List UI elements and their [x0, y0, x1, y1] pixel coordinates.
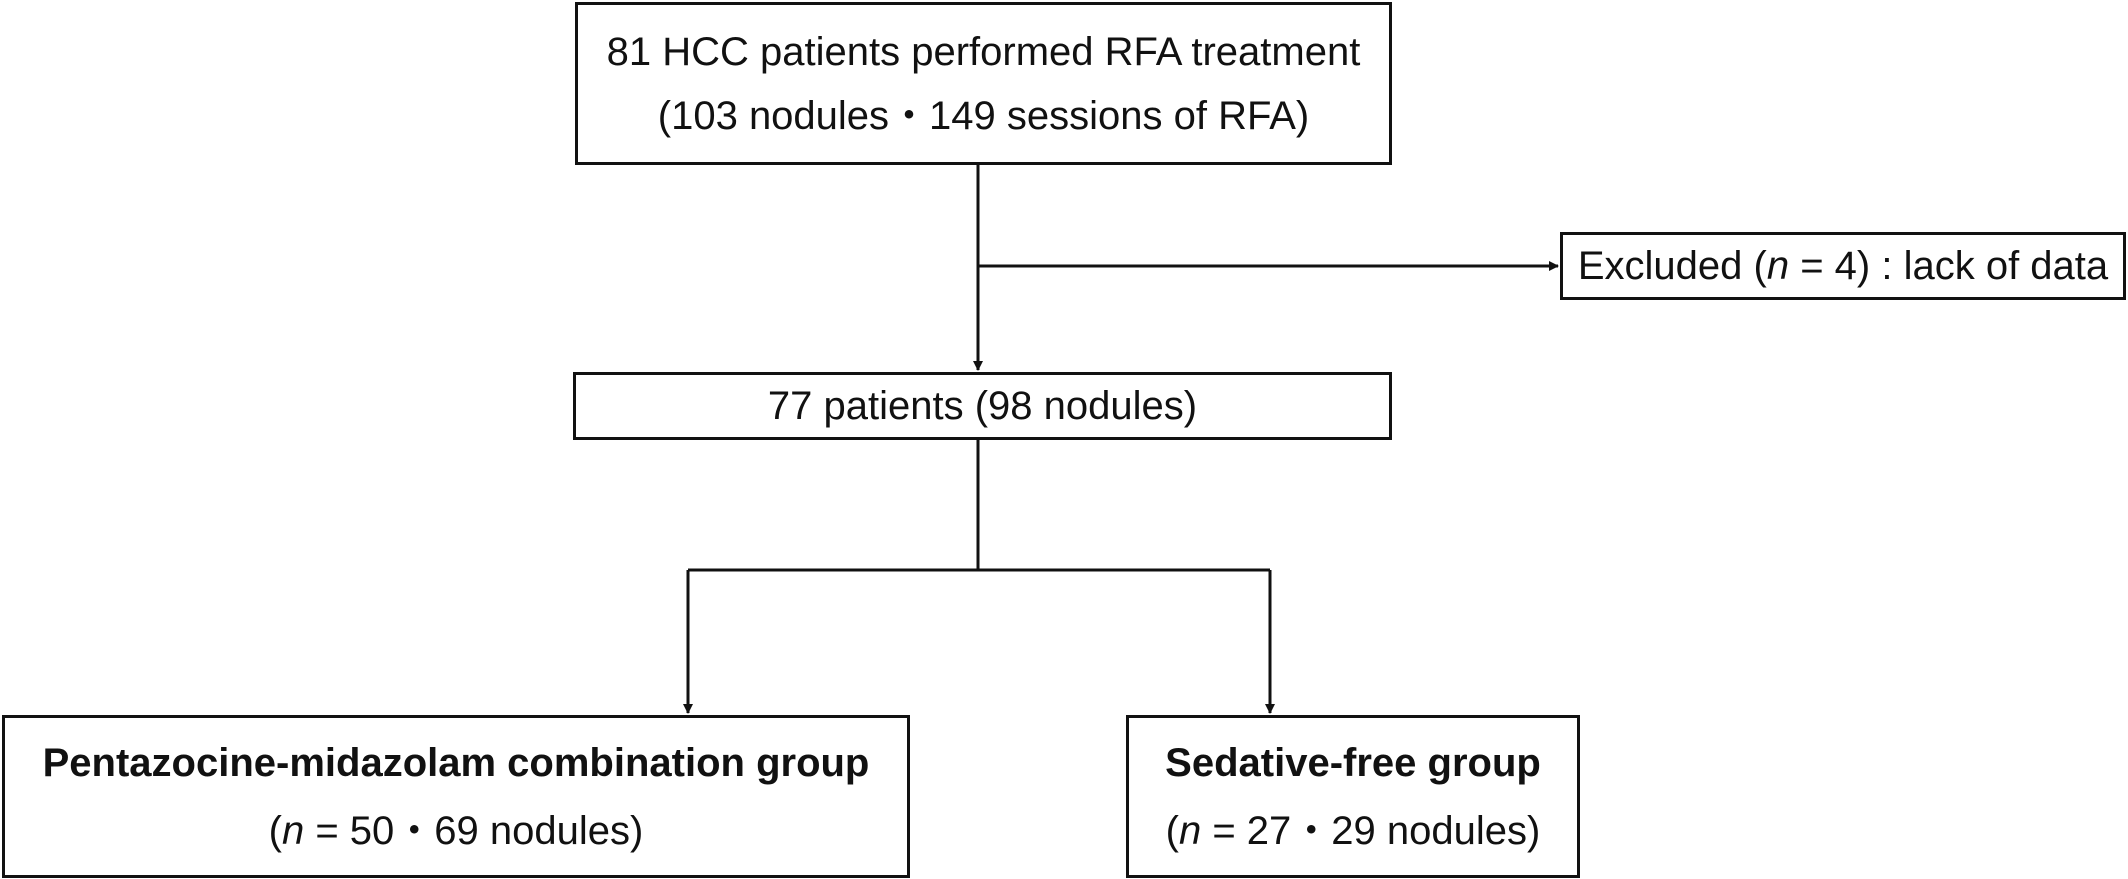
left-prefix: ( — [268, 808, 282, 853]
right-prefix: ( — [1165, 808, 1179, 853]
middle-box-included: 77 patients (98 nodules) — [573, 372, 1392, 440]
left-box-title: Pentazocine-midazolam combination group — [42, 740, 870, 785]
right-box-count: (n = 27・29 nodules) — [1166, 807, 1541, 855]
left-suffix: = 50・69 nodules) — [304, 808, 644, 853]
right-suffix: = 27・29 nodules) — [1201, 808, 1541, 853]
left-box-combination-group: Pentazocine-midazolam combination group … — [2, 715, 910, 878]
right-box-title: Sedative-free group — [1165, 740, 1541, 785]
excluded-n-symbol: n — [1766, 244, 1790, 288]
left-box-count: (n = 50・69 nodules) — [269, 807, 644, 855]
left-n-symbol: n — [281, 808, 305, 853]
top-box-line1: 81 HCC patients performed RFA treatment — [606, 29, 1361, 74]
top-box-line2: (103 nodules・149 sessions of RFA) — [657, 93, 1310, 138]
excluded-suffix: = 4) : lack of data — [1789, 244, 2109, 288]
excluded-text: Excluded (n = 4) : lack of data — [1578, 242, 2108, 290]
excluded-box: Excluded (n = 4) : lack of data — [1560, 232, 2126, 300]
middle-box-line1: 77 patients (98 nodules) — [767, 384, 1198, 428]
top-box-all-patients: 81 HCC patients performed RFA treatment … — [575, 2, 1392, 165]
right-box-sedative-free-group: Sedative-free group (n = 27・29 nodules) — [1126, 715, 1580, 878]
right-n-symbol: n — [1178, 808, 1202, 853]
excluded-prefix: Excluded ( — [1577, 244, 1767, 288]
